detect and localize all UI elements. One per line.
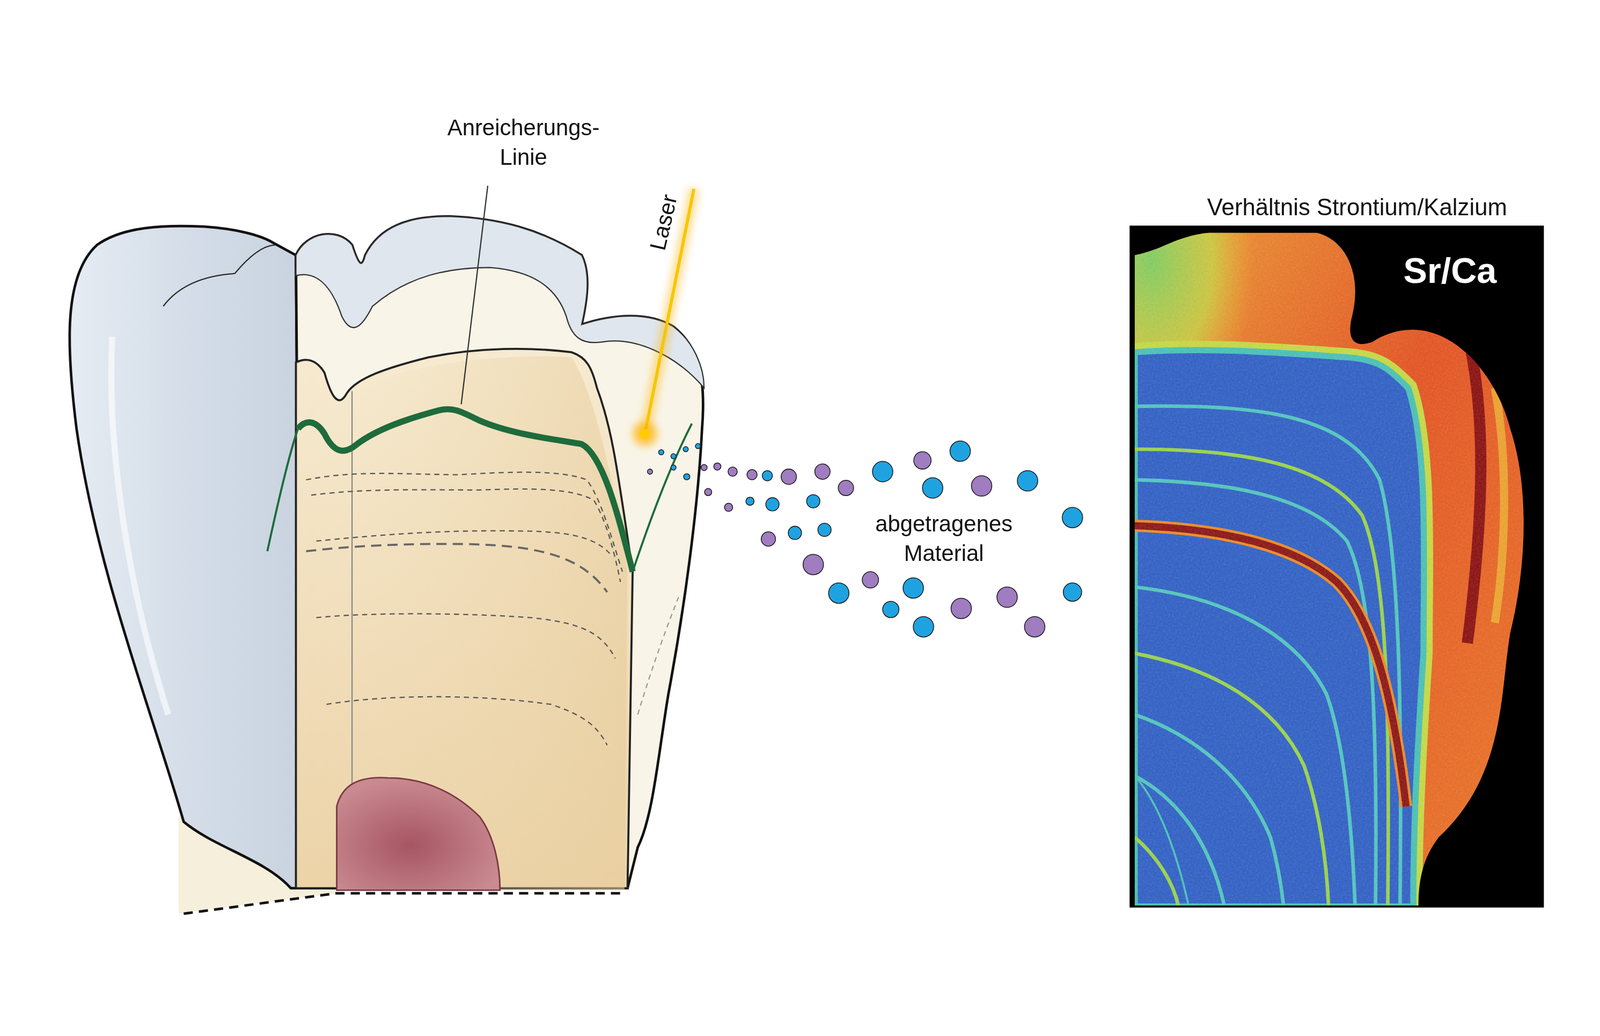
map-heading: Verhältnis Strontium/Kalzium <box>1207 193 1508 224</box>
material-label: abgetragenes Material <box>862 509 1026 569</box>
map-ratio-label: Sr/Ca <box>1403 247 1497 295</box>
callout-label: Anreicherungs- Linie <box>434 113 613 173</box>
